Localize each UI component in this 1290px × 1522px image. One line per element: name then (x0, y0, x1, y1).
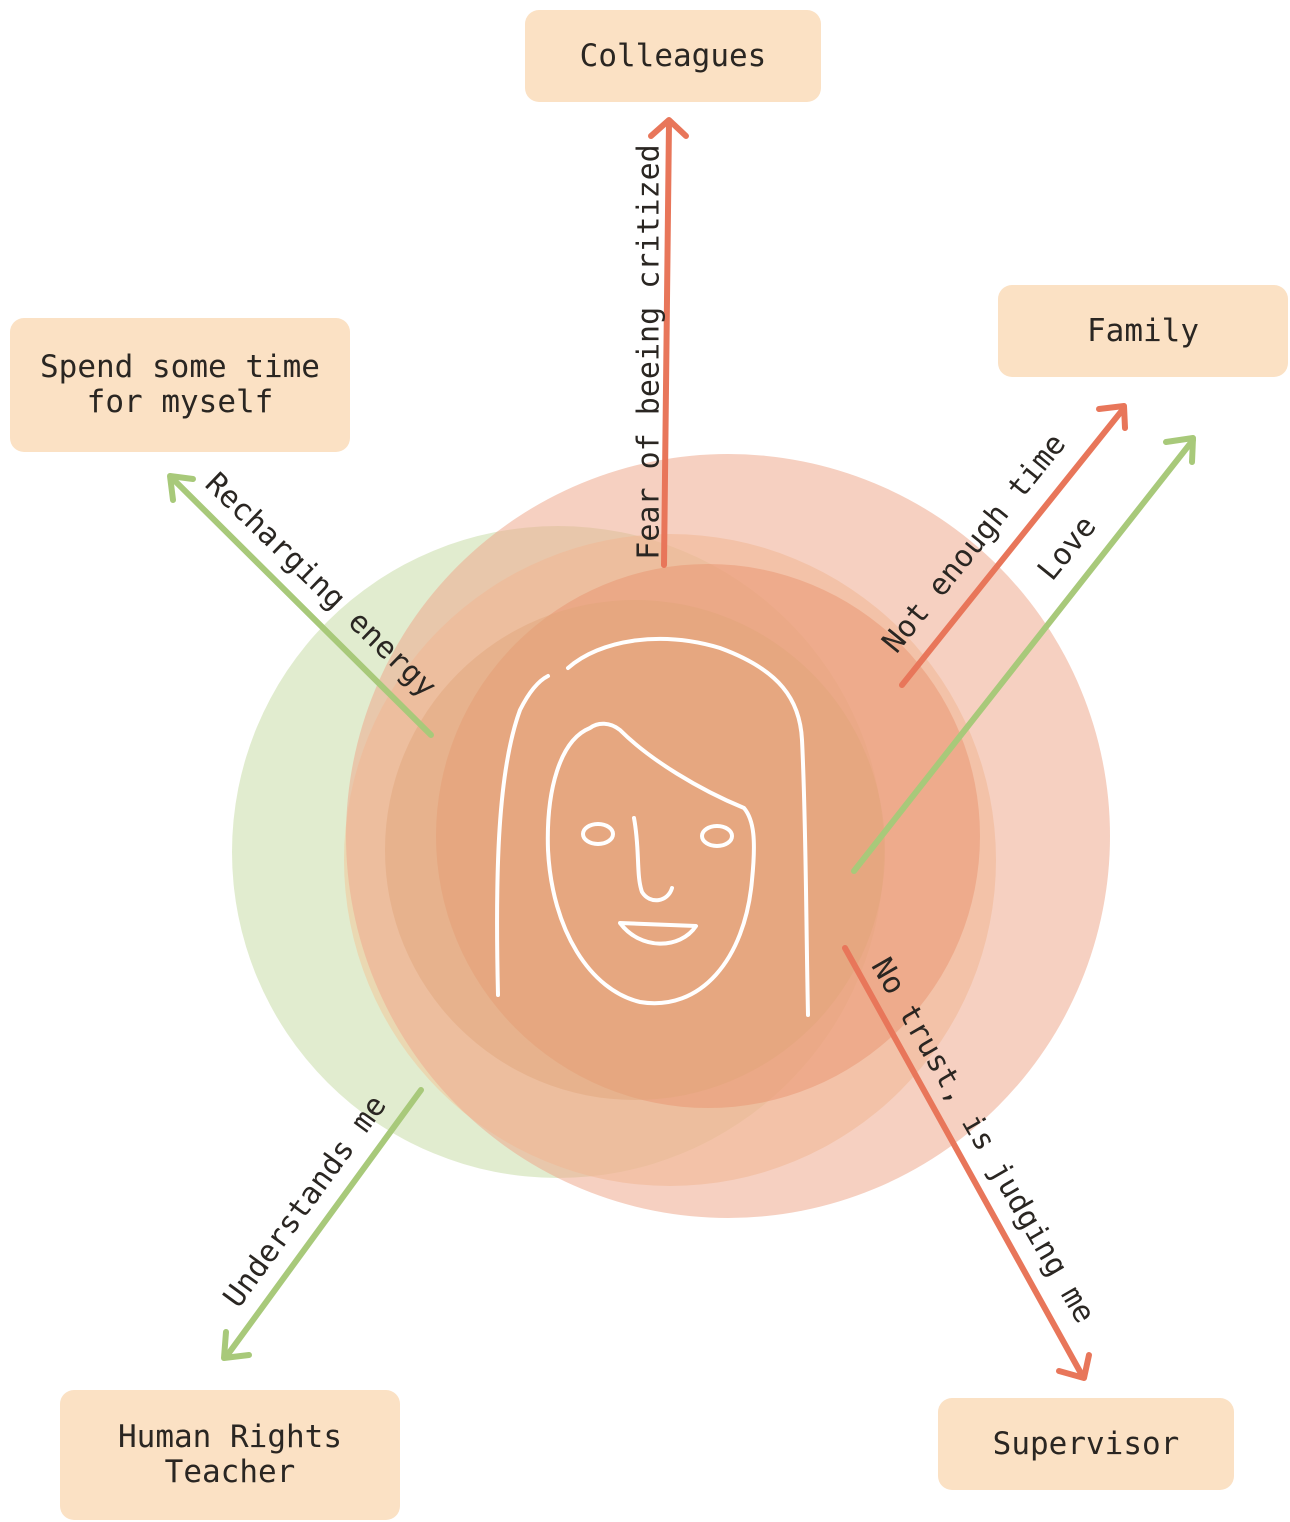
label-family-love: Love (1031, 509, 1104, 587)
node-myself-label: Spend some time for myself (40, 349, 320, 420)
emotion-circles (232, 454, 1110, 1218)
node-supervisor-label: Supervisor (992, 1425, 1180, 1462)
woman-face-icon (495, 637, 810, 1017)
node-colleagues: Colleagues (525, 10, 821, 102)
node-teacher: Human Rights Teacher (60, 1390, 400, 1520)
salmon-circle-inner (436, 564, 980, 1108)
arrow-myself (167, 473, 434, 738)
node-colleagues-label: Colleagues (579, 37, 767, 74)
node-myself: Spend some time for myself (10, 318, 350, 452)
arrow-teacher (221, 1087, 424, 1361)
arrow-colleagues (648, 117, 689, 568)
arrow-family-time (899, 403, 1128, 688)
orange-circle-center (385, 600, 885, 1100)
node-family: Family (998, 285, 1288, 377)
arrow-supervisor (842, 945, 1092, 1381)
node-family-label: Family (1087, 312, 1199, 349)
label-teacher: Understands me (217, 1089, 394, 1314)
node-supervisor: Supervisor (938, 1398, 1234, 1490)
arrow-family-love (851, 435, 1196, 874)
label-colleagues: Fear of beeing critized (632, 144, 667, 559)
relation-arrows (167, 117, 1196, 1381)
node-teacher-label: Human Rights Teacher (118, 1419, 342, 1490)
salmon-circle-large (346, 454, 1110, 1218)
